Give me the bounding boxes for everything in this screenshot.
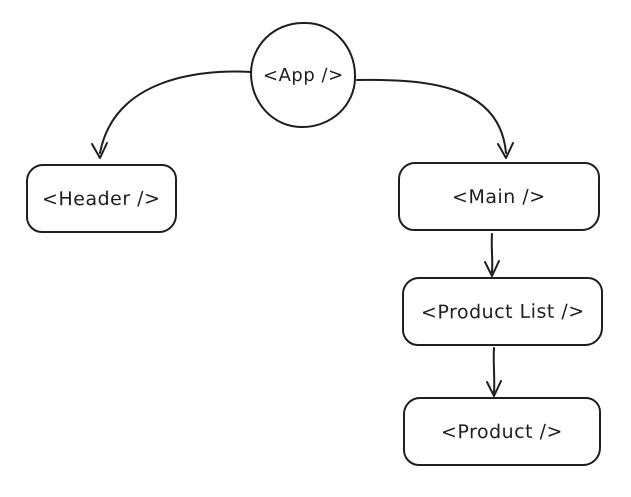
- node-product-list-label: <Product List />: [420, 299, 585, 324]
- edge-arrowhead: [497, 142, 514, 159]
- node-app-label: <App />: [262, 64, 344, 86]
- edge-line: [490, 233, 494, 273]
- edge-line: [99, 70, 252, 154]
- node-product: <Product />: [403, 397, 601, 466]
- edge-product-list-product: [486, 347, 502, 397]
- node-main-label: <Main />: [452, 185, 546, 208]
- edge-app-header: [91, 70, 252, 159]
- edge-main-product-list: [484, 233, 500, 277]
- edge-line: [356, 78, 507, 154]
- node-header: <Header />: [26, 164, 177, 233]
- edge-arrowhead: [486, 380, 502, 397]
- edge-arrowhead: [484, 260, 500, 277]
- edge-app-main: [356, 78, 514, 159]
- node-product-label: <Product />: [440, 420, 564, 443]
- node-product-list: <Product List />: [402, 277, 603, 346]
- edge-line: [492, 347, 496, 394]
- node-app: <App />: [250, 22, 356, 128]
- edge-arrowhead: [91, 142, 108, 159]
- node-header-label: <Header />: [42, 187, 161, 210]
- node-main: <Main />: [398, 162, 600, 231]
